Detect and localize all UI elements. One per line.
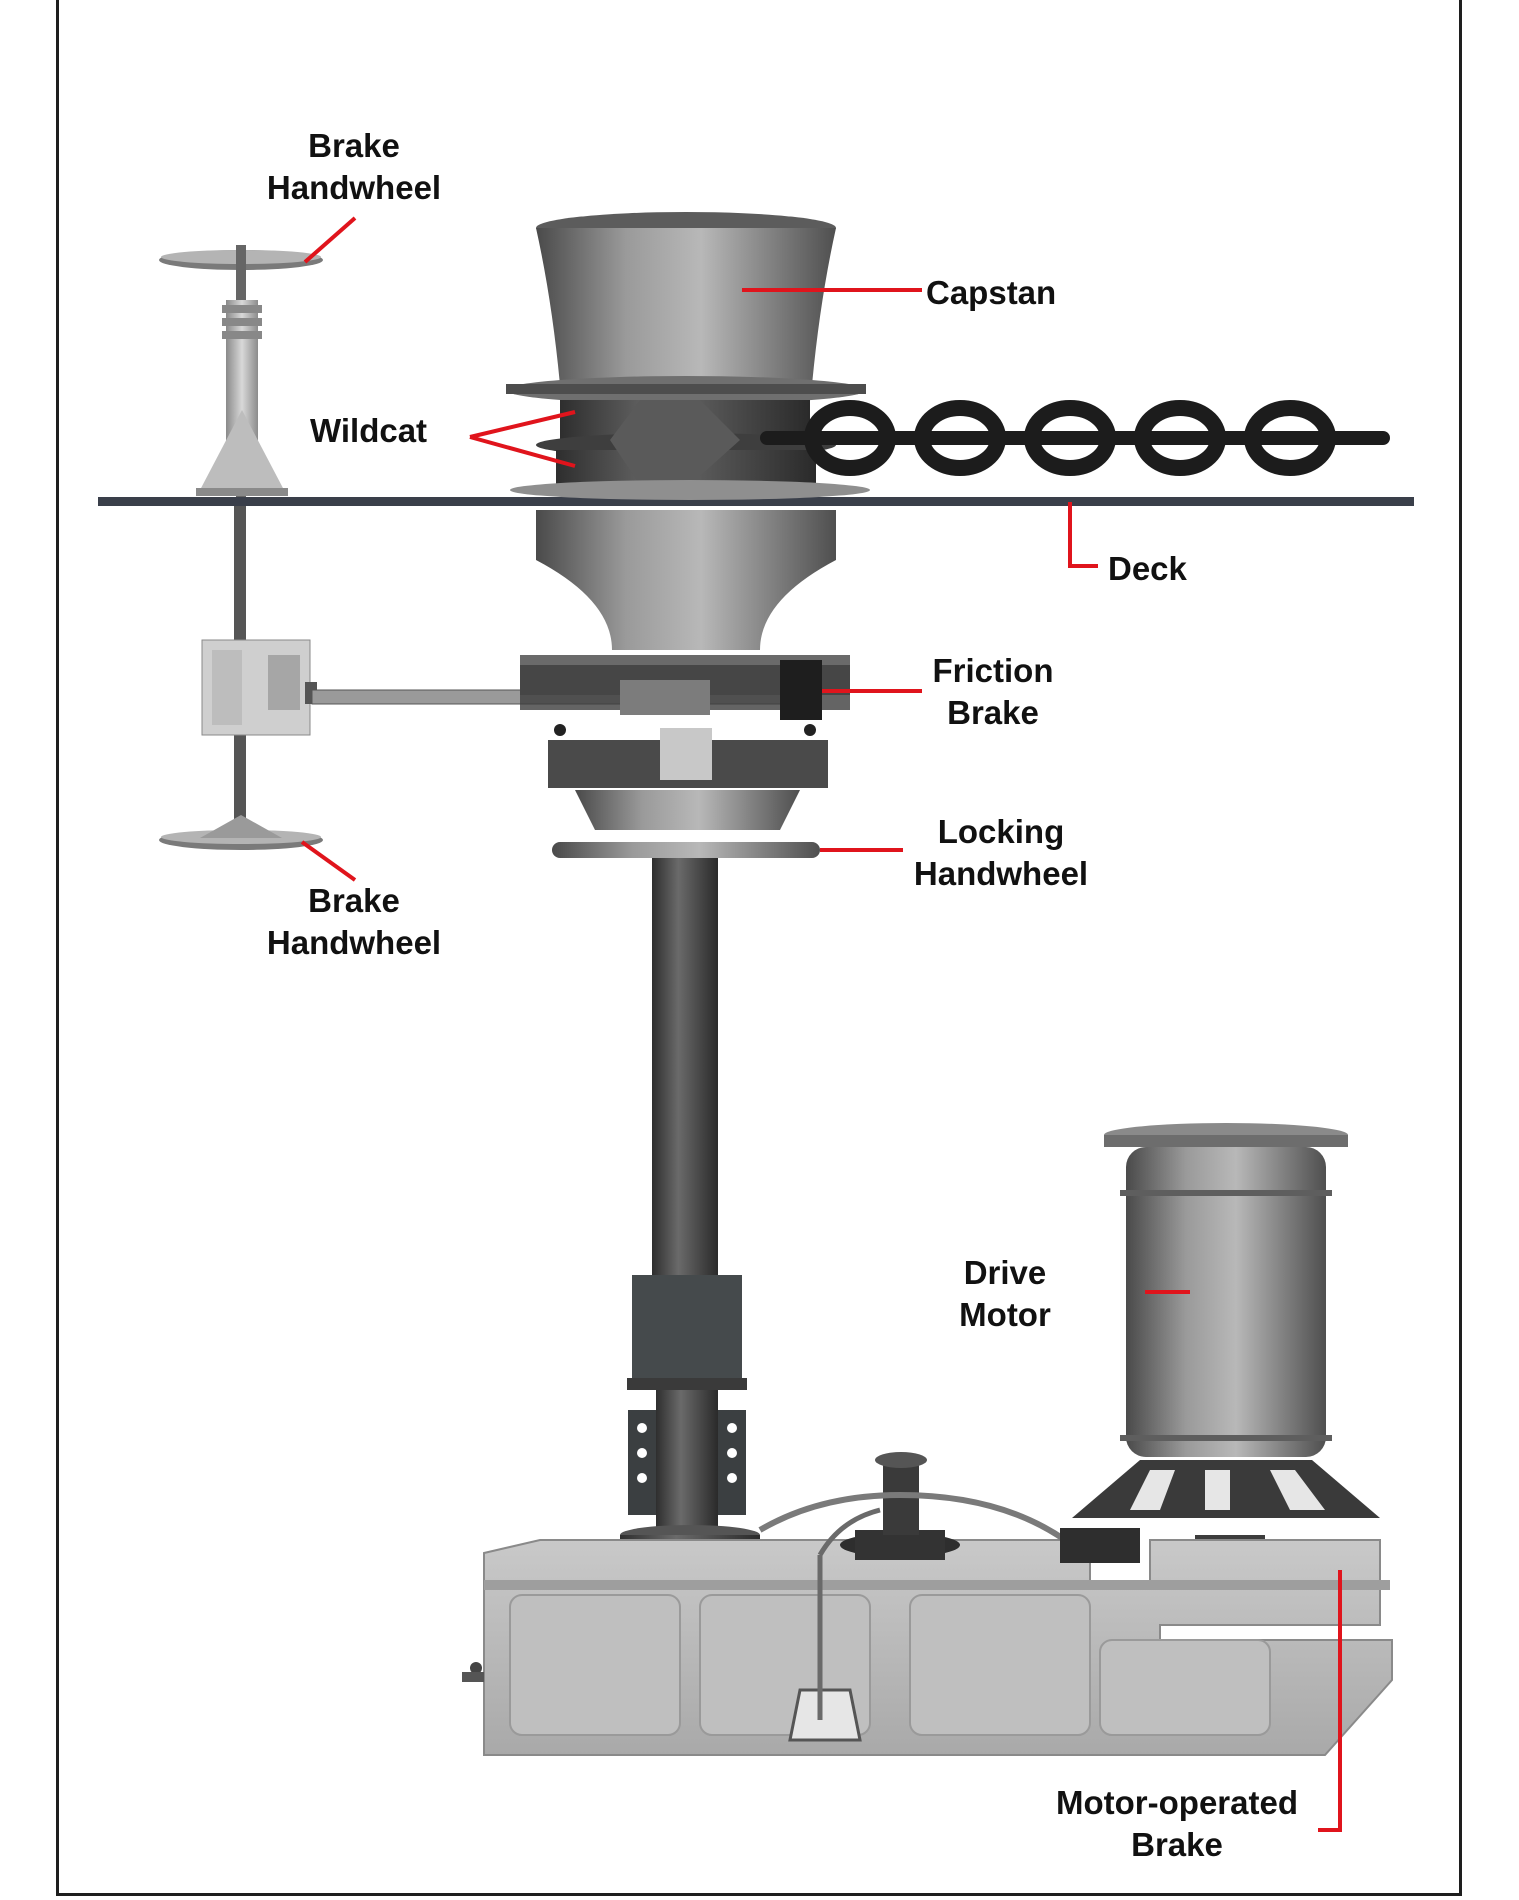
label-wildcat: Wildcat (310, 412, 428, 449)
label-capstan: Capstan (926, 274, 1057, 311)
label-locking-handwheel: Locking Handwheel (913, 813, 1089, 892)
capstan (506, 212, 866, 404)
brake-column (196, 270, 288, 840)
leader-deck (1068, 502, 1098, 568)
label-brake-handwheel-bottom: Brake Handwheel (266, 882, 442, 961)
anchor-chain (760, 400, 1390, 476)
capstan-housing (536, 510, 836, 650)
brake-gearbox (201, 639, 317, 736)
leader-wildcat-upper (469, 410, 576, 439)
leader-motor-operated-brake (1318, 1570, 1342, 1832)
shaft-coupling (620, 1275, 760, 1560)
label-brake-handwheel-top: Brake Handwheel (266, 127, 442, 206)
leader-brake-handwheel-bottom (300, 840, 357, 882)
drive-shaft (652, 858, 718, 1278)
brake-handwheel-bottom (159, 815, 323, 850)
deck (98, 497, 1414, 506)
friction-brake (520, 655, 850, 736)
label-friction-brake: Friction Brake (932, 652, 1054, 731)
brake-band (548, 728, 828, 830)
leader-brake-handwheel-top (303, 216, 357, 264)
label-drive-motor: Drive Motor (959, 1254, 1051, 1333)
locking-handwheel (552, 842, 820, 858)
figure-frame (56, 0, 1462, 1896)
leader-wildcat-lower (469, 435, 576, 468)
label-motor-operated-brake: Motor-operated Brake (1056, 1784, 1298, 1863)
label-deck: Deck (1108, 550, 1187, 587)
leader-lines (300, 216, 1342, 1832)
drive-motor (1072, 1123, 1380, 1518)
gear-housing-base (462, 1452, 1393, 1756)
brake-handwheel-top (159, 245, 323, 270)
